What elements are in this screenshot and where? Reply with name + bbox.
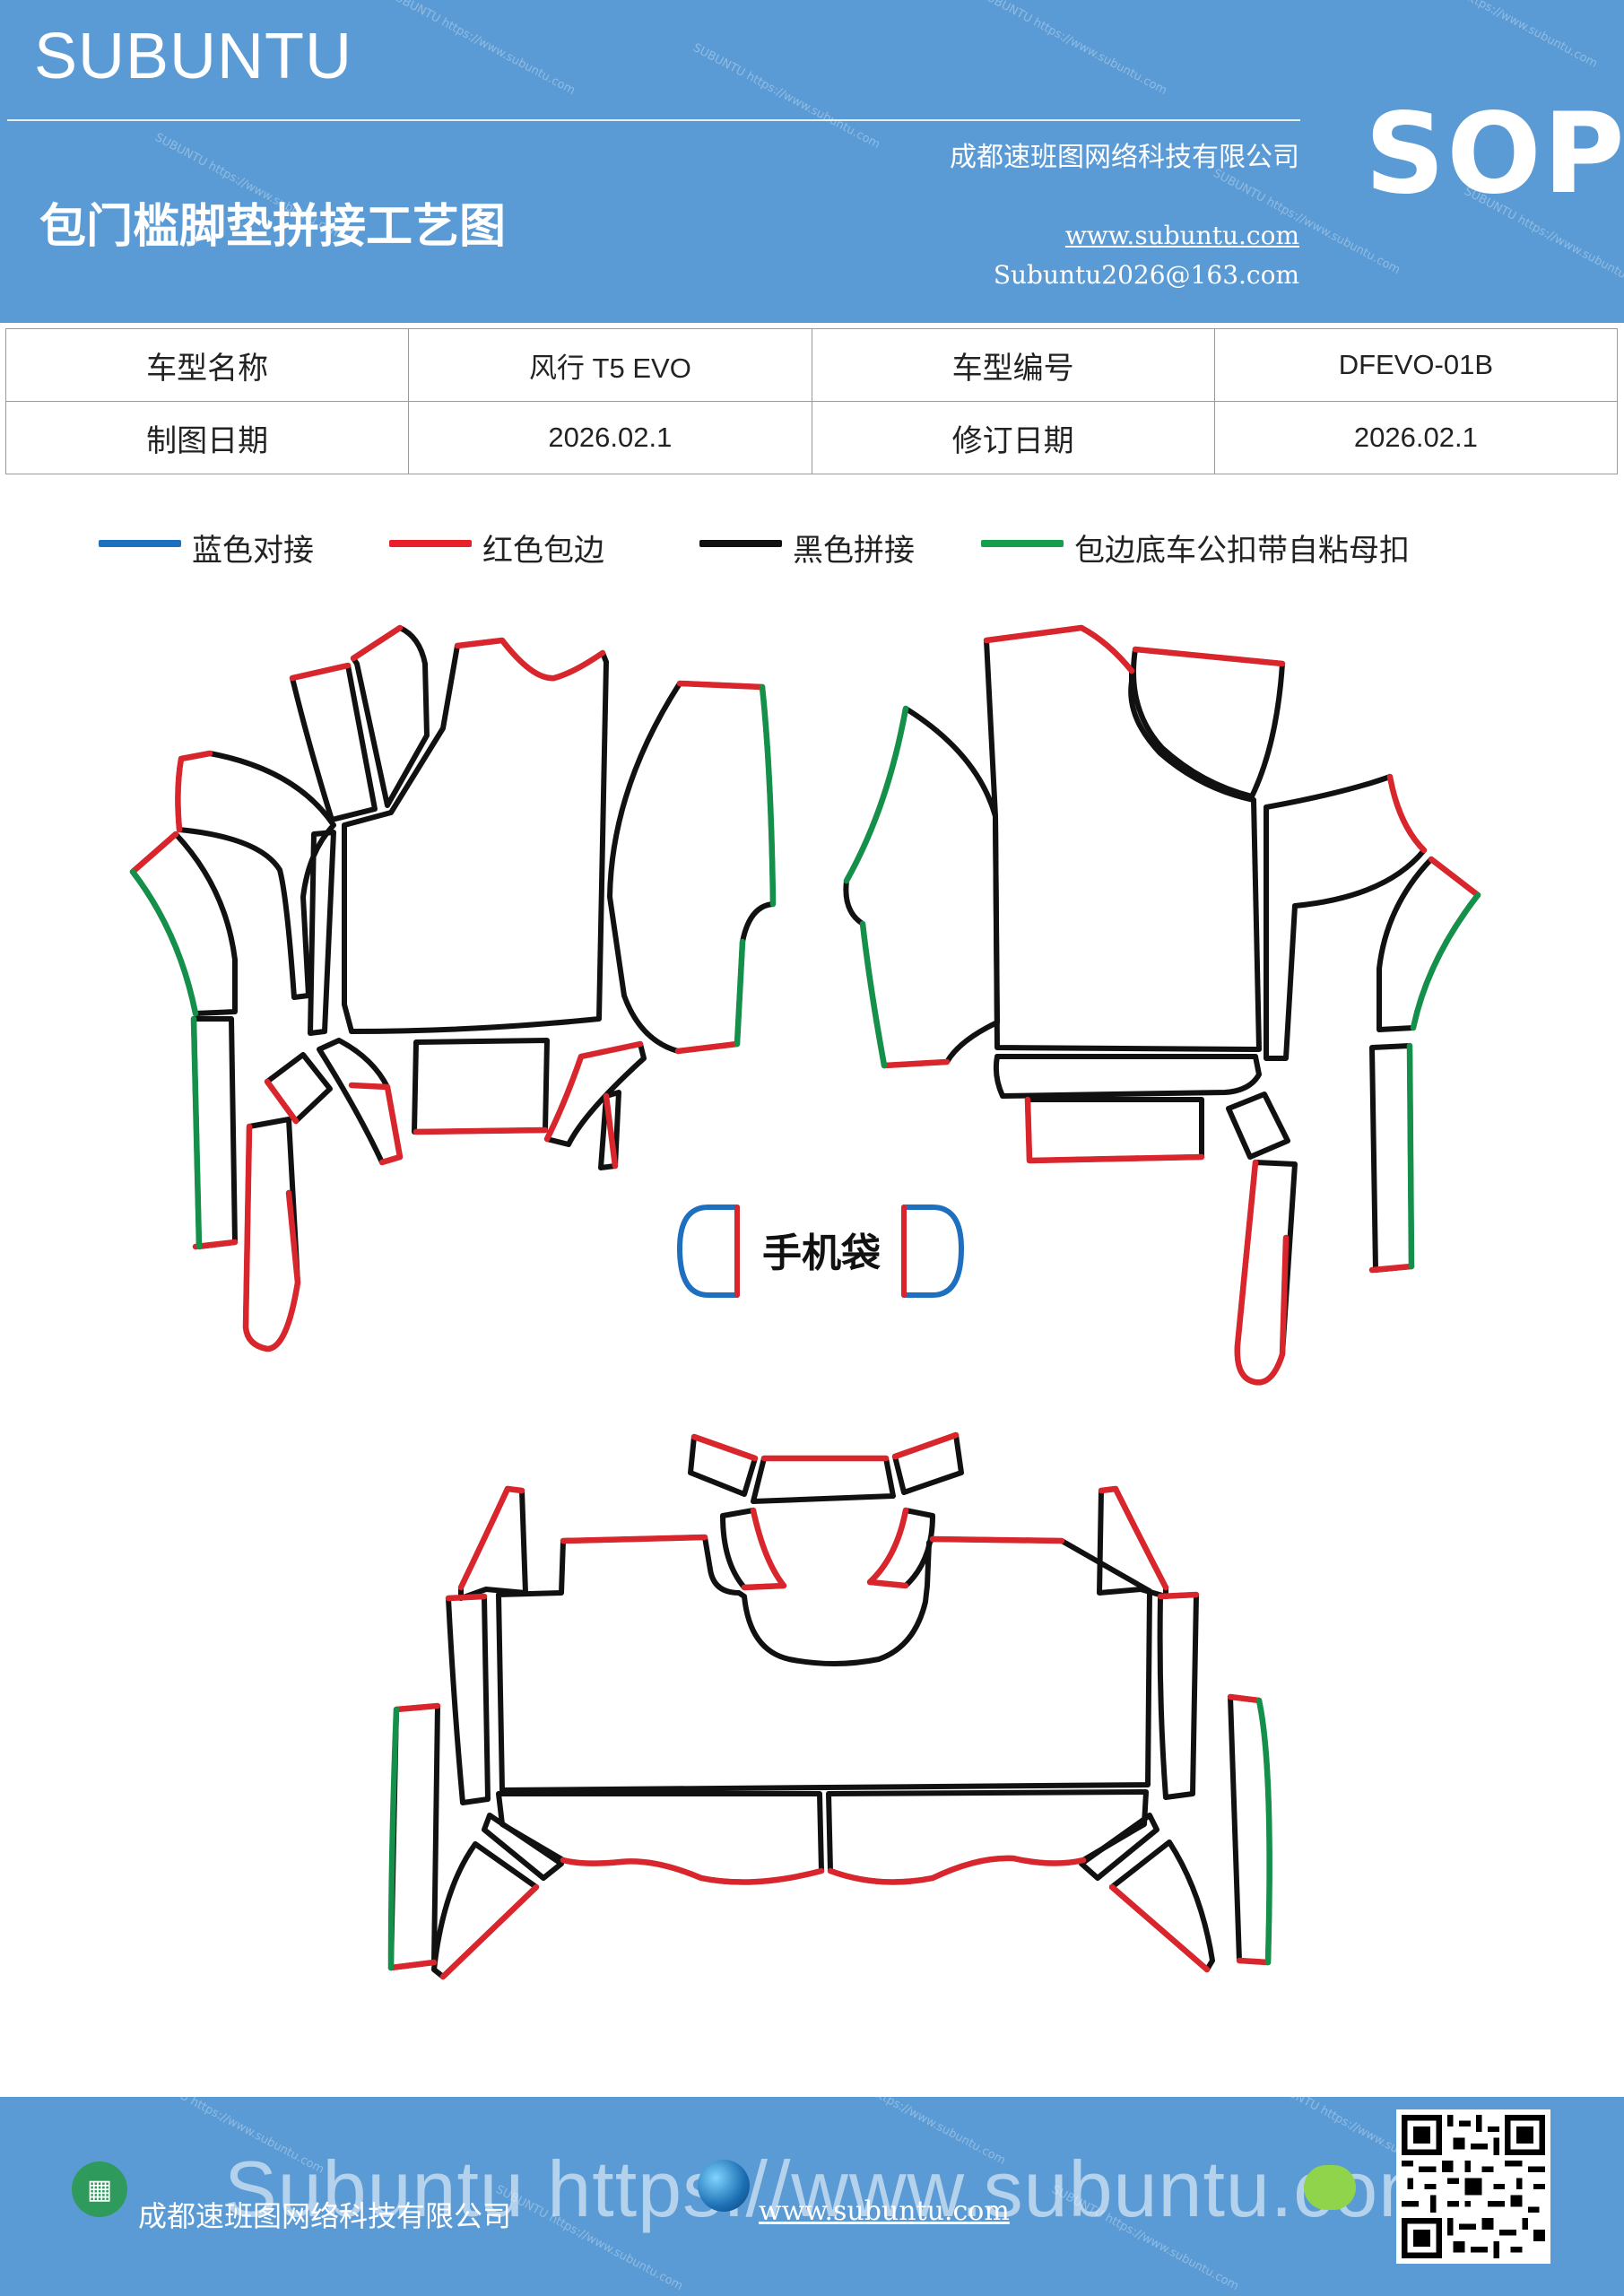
mat-piece <box>1369 1043 1414 1273</box>
sop-badge: SOP <box>1365 90 1624 219</box>
globe-icon <box>698 2160 750 2212</box>
mat-piece <box>751 1456 896 1504</box>
rear-mat-assembly <box>388 1432 1272 1979</box>
model-code-label: 车型编号 <box>811 328 1215 402</box>
mat-piece <box>1079 1813 1159 1881</box>
legend-item-blue: 蓝色对接 <box>99 526 314 570</box>
legend-swatch <box>981 539 1064 547</box>
page-footer: SUBUNTU https://www.subuntu.com SUBUNTU … <box>0 2097 1624 2296</box>
mat-piece <box>388 1703 440 1970</box>
header-divider <box>7 119 1300 121</box>
drawing-date-value: 2026.02.1 <box>408 401 812 474</box>
legend-label: 蓝色对接 <box>192 533 314 569</box>
mat-piece <box>1157 1592 1199 1800</box>
table-row: 制图日期 2026.02.1 修订日期 2026.02.1 <box>4 401 1619 474</box>
red-binding-edges <box>129 624 1481 1980</box>
watermark: SUBUNTU https://www.subuntu.com <box>977 0 1169 99</box>
page-title: 包门槛脚垫拼接工艺图 <box>39 200 507 254</box>
mat-piece <box>265 1052 333 1124</box>
mat-piece <box>843 706 1000 1068</box>
page-header: SUBUNTU https://www.subuntu.com SUBUNTU … <box>0 0 1624 323</box>
mat-piece <box>826 1789 1149 1885</box>
vehicle-info-table: 车型名称 风行 T5 EVO 车型编号 DFEVO-01B 制图日期 2026.… <box>4 328 1619 474</box>
watermark: SUBUNTU https://www.subuntu.com <box>1408 0 1600 72</box>
phone-pocket-right <box>901 1205 964 1298</box>
mat-piece <box>431 1841 539 1979</box>
mat-piece <box>1226 1091 1290 1160</box>
mat-piece <box>308 830 336 1036</box>
company-name: 成都速班图网络科技有限公司 <box>950 142 1299 173</box>
footer-company-name: 成都速班图网络科技有限公司 <box>138 2199 512 2233</box>
table-row: 车型名称 风行 T5 EVO 车型编号 DFEVO-01B <box>4 328 1619 402</box>
building-icon: ▦ <box>72 2161 127 2217</box>
mat-piece <box>496 1535 1152 1793</box>
qr-code[interactable] <box>1396 2109 1550 2264</box>
phone-pocket-group: 手机袋 <box>677 1205 964 1298</box>
mat-piece <box>446 1594 491 1805</box>
watermark: SUBUNTU https://www.subuntu.com <box>386 0 578 99</box>
legend-swatch <box>99 539 181 547</box>
mat-piece <box>342 638 609 1034</box>
phone-pocket-label: 手机袋 <box>762 1231 881 1276</box>
legend-label: 黑色拼接 <box>793 533 915 569</box>
mat-piece <box>1109 1839 1215 1972</box>
legend-item-black: 黑色拼接 <box>699 526 915 570</box>
mat-piece <box>993 1054 1262 1099</box>
mat-piece <box>1025 1097 1204 1163</box>
footer-website-link[interactable]: www.subuntu.com <box>759 2196 1010 2227</box>
mat-piece <box>458 1486 528 1601</box>
email-address[interactable]: Subuntu2026@163.com <box>993 260 1299 290</box>
legend-label: 包边底车公扣带自粘母扣 <box>1074 533 1410 569</box>
mat-piece <box>482 1813 564 1881</box>
mat-piece <box>1131 647 1285 799</box>
brand-logo: SUBUNTU <box>34 21 353 92</box>
wechat-icon <box>1304 2165 1356 2210</box>
legend-item-red: 红色包边 <box>389 526 604 570</box>
model-name-value: 风行 T5 EVO <box>408 328 812 402</box>
footer-watermark-text: Subuntu https://www.subuntu.com <box>224 2144 1446 2233</box>
watermark: SUBUNTU https://www.subuntu.com <box>690 40 882 152</box>
model-code-value: DFEVO-01B <box>1213 328 1619 402</box>
mat-piece <box>984 625 1262 1052</box>
drawing-date-label: 制图日期 <box>4 401 410 474</box>
floor-mat-diagram: 手机袋 <box>129 624 1481 1980</box>
legend-label: 红色包边 <box>482 533 604 569</box>
mat-piece <box>412 1038 550 1135</box>
revision-date-value: 2026.02.1 <box>1213 401 1619 474</box>
green-velcro-edges <box>129 683 1481 1971</box>
revision-date-label: 修订日期 <box>811 401 1215 474</box>
model-name-label: 车型名称 <box>4 328 410 402</box>
mat-piece <box>496 1791 824 1885</box>
phone-pocket-left <box>677 1205 740 1298</box>
legend-swatch <box>389 539 472 547</box>
mat-piece <box>290 663 378 822</box>
legend-swatch <box>699 539 782 547</box>
mat-piece <box>544 1041 647 1147</box>
legend-item-green: 包边底车公扣带自粘母扣 <box>981 526 1410 570</box>
website-link[interactable]: www.subuntu.com <box>1064 221 1299 250</box>
mat-piece <box>607 681 776 1054</box>
